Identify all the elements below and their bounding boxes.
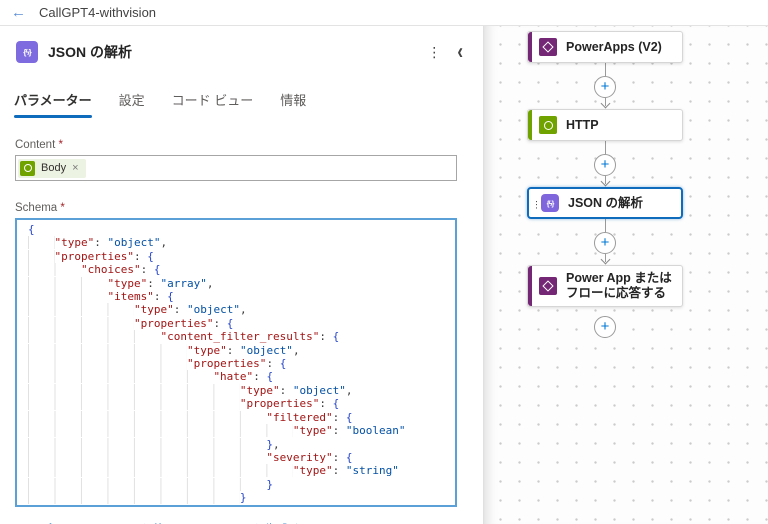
parse-json-icon: {ϟ} [541,194,559,212]
powerapps-icon [539,38,557,56]
back-button[interactable]: ← [11,4,26,21]
node-accent [528,32,532,62]
insert-step-button[interactable]: + [594,76,616,98]
node-powerapps-trigger[interactable]: PowerApps (V2) [527,31,683,63]
connector: + [594,219,616,265]
content-field-label: Content * [15,139,63,151]
flow-header: ← CallGPT4-withvision [0,0,768,26]
tab-about[interactable]: 情報 [280,93,307,108]
required-asterisk: * [60,202,65,214]
tab-parameters[interactable]: パラメーター [14,90,92,118]
collapse-panel-icon[interactable]: ‹ [457,39,463,64]
panel-title: JSON の解析 [48,44,133,60]
drag-handle[interactable]: ⋮ [532,199,541,210]
node-label: JSON の解析 [568,195,644,210]
required-asterisk: * [58,139,63,151]
arrow-down-icon [600,254,610,265]
node-respond-to-powerapp[interactable]: Power App またはフローに応答する [527,265,683,307]
tab-settings[interactable]: 設定 [118,93,145,108]
node-parse-json[interactable]: ⋮ {ϟ} JSON の解析 [527,187,683,219]
schema-code: { "type": "object", "properties": { "cho… [28,223,406,505]
schema-editor[interactable]: { "type": "object", "properties": { "cho… [15,218,457,507]
arrow-down-icon [600,176,610,187]
panel-tabs: パラメーター 設定 コード ビュー 情報 [0,90,483,118]
powerapps-icon [539,277,557,295]
node-http[interactable]: HTTP [527,109,683,141]
remove-token-icon[interactable]: × [72,162,79,174]
panel-header: {ϟ} JSON の解析 ⋮ ‹ [0,26,483,64]
node-label: Power App またはフローに応答する [566,271,672,300]
flow-canvas[interactable]: PowerApps (V2) + HTTP + ⋮ {ϟ [484,26,768,524]
flow-title: CallGPT4-withvision [39,5,157,20]
node-label: HTTP [566,117,599,132]
http-icon [539,116,557,134]
insert-step-button[interactable]: + [594,316,616,338]
flow-column: PowerApps (V2) + HTTP + ⋮ {ϟ [527,31,683,338]
body-token-chip[interactable]: Body × [18,158,86,178]
token-chip-label: Body [41,162,67,174]
tab-code-view[interactable]: コード ビュー [171,93,254,108]
content-input[interactable]: Body × [15,155,457,181]
node-label: PowerApps (V2) [566,39,662,54]
schema-field-label: Schema * [15,202,65,214]
node-accent [528,266,532,306]
connector: + [594,141,616,187]
more-options-icon[interactable]: ⋮ [427,43,442,60]
insert-step-button[interactable]: + [594,232,616,254]
generate-schema-link[interactable]: サンプルのペイロードを使用してスキーマを生成する [15,519,314,524]
parse-json-icon: {ϟ} [16,41,38,63]
http-connector-icon [20,160,35,176]
insert-step-button[interactable]: + [594,154,616,176]
arrow-down-icon [600,98,610,109]
action-config-panel: {ϟ} JSON の解析 ⋮ ‹ パラメーター 設定 コード ビュー 情報 Co… [0,26,484,524]
connector: + [594,63,616,109]
node-accent [528,110,532,140]
